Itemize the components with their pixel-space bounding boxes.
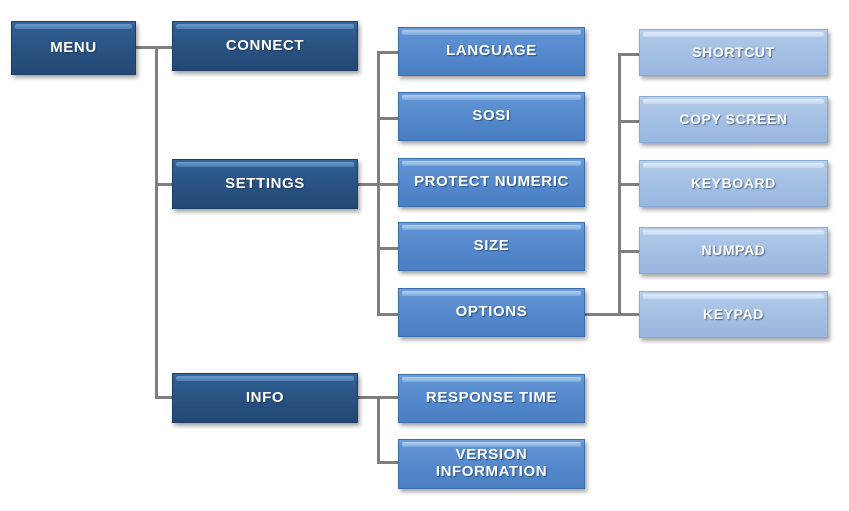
node-info-label: INFO [245, 388, 285, 406]
node-keyboard-label: KEYBOARD [691, 174, 776, 191]
connector-trunk-vertical [155, 46, 158, 399]
connector-settings-branch-vertical [377, 51, 380, 313]
node-keypad-label: KEYPAD [703, 305, 764, 322]
connector-trunk-to-settings [155, 183, 174, 186]
node-size-label: SIZE [473, 237, 510, 255]
connector-settings-to-branch [358, 183, 380, 186]
node-connect-label: CONNECT [225, 36, 305, 54]
bevel-highlight [643, 163, 824, 168]
connector-info-to-branch [358, 396, 380, 399]
node-protect-numeric-label: PROTECT NUMERIC [414, 173, 569, 191]
node-info[interactable]: INFO [172, 373, 358, 423]
node-menu[interactable]: MENU [11, 21, 136, 75]
node-options[interactable]: OPTIONS [398, 288, 585, 337]
node-version-information-label: VERSION INFORMATION [430, 446, 553, 481]
bevel-highlight [402, 95, 581, 100]
node-settings-label: SETTINGS [225, 174, 305, 192]
bevel-highlight [402, 291, 581, 296]
node-sosi-label: SOSI [472, 107, 511, 125]
node-keypad[interactable]: KEYPAD [639, 291, 828, 338]
node-connect[interactable]: CONNECT [172, 21, 358, 71]
bevel-highlight [15, 24, 132, 29]
connector-options-to-branch [585, 313, 621, 316]
connector-branch-to-options [377, 313, 399, 316]
node-language[interactable]: LANGUAGE [398, 27, 585, 76]
node-sosi[interactable]: SOSI [398, 92, 585, 141]
bevel-highlight [643, 32, 824, 37]
node-response-time[interactable]: RESPONSE TIME [398, 374, 585, 423]
connector-info-branch-vertical [377, 396, 380, 464]
bevel-highlight [176, 162, 354, 167]
node-keyboard[interactable]: KEYBOARD [639, 160, 828, 207]
node-copy-screen[interactable]: COPY SCREEN [639, 96, 828, 143]
bevel-highlight [643, 99, 824, 104]
connector-branch-to-version-information [377, 461, 399, 464]
connector-branch-to-sosi [377, 117, 399, 120]
bevel-highlight [402, 377, 581, 382]
node-response-time-label: RESPONSE TIME [425, 389, 558, 407]
node-numpad-label: NUMPAD [701, 241, 766, 258]
node-shortcut[interactable]: SHORTCUT [639, 29, 828, 76]
connector-branch-to-language [377, 51, 399, 54]
node-shortcut-label: SHORTCUT [692, 43, 775, 60]
node-copy-screen-label: COPY SCREEN [679, 110, 788, 127]
bevel-highlight [402, 225, 581, 230]
bevel-highlight [176, 24, 354, 29]
bevel-highlight [643, 294, 824, 299]
connector-branch-to-response-time [377, 396, 399, 399]
node-settings[interactable]: SETTINGS [172, 159, 358, 209]
bevel-highlight [176, 376, 354, 381]
node-language-label: LANGUAGE [446, 42, 537, 60]
bevel-highlight [402, 30, 581, 35]
node-size[interactable]: SIZE [398, 222, 585, 271]
connector-branch-to-numpad [618, 250, 640, 253]
connector-trunk-to-connect [155, 46, 174, 49]
node-numpad[interactable]: NUMPAD [639, 227, 828, 274]
node-options-label: OPTIONS [455, 303, 528, 321]
node-protect-numeric[interactable]: PROTECT NUMERIC [398, 158, 585, 207]
node-version-information-line1: VERSION [455, 446, 528, 464]
node-version-information[interactable]: VERSION INFORMATION [398, 439, 585, 489]
bevel-highlight [643, 230, 824, 235]
node-menu-label: MENU [50, 38, 97, 56]
connector-branch-to-size [377, 247, 399, 250]
connector-branch-to-protect-numeric [377, 183, 399, 186]
node-version-information-line2: INFORMATION [435, 463, 548, 480]
connector-branch-to-copy-screen [618, 120, 640, 123]
connector-menu-to-trunk [136, 46, 158, 49]
connector-trunk-to-info [155, 396, 174, 399]
connector-branch-to-keyboard [618, 183, 640, 186]
connector-branch-to-keypad [618, 313, 640, 316]
connector-branch-to-shortcut [618, 53, 640, 56]
bevel-highlight [402, 161, 581, 166]
